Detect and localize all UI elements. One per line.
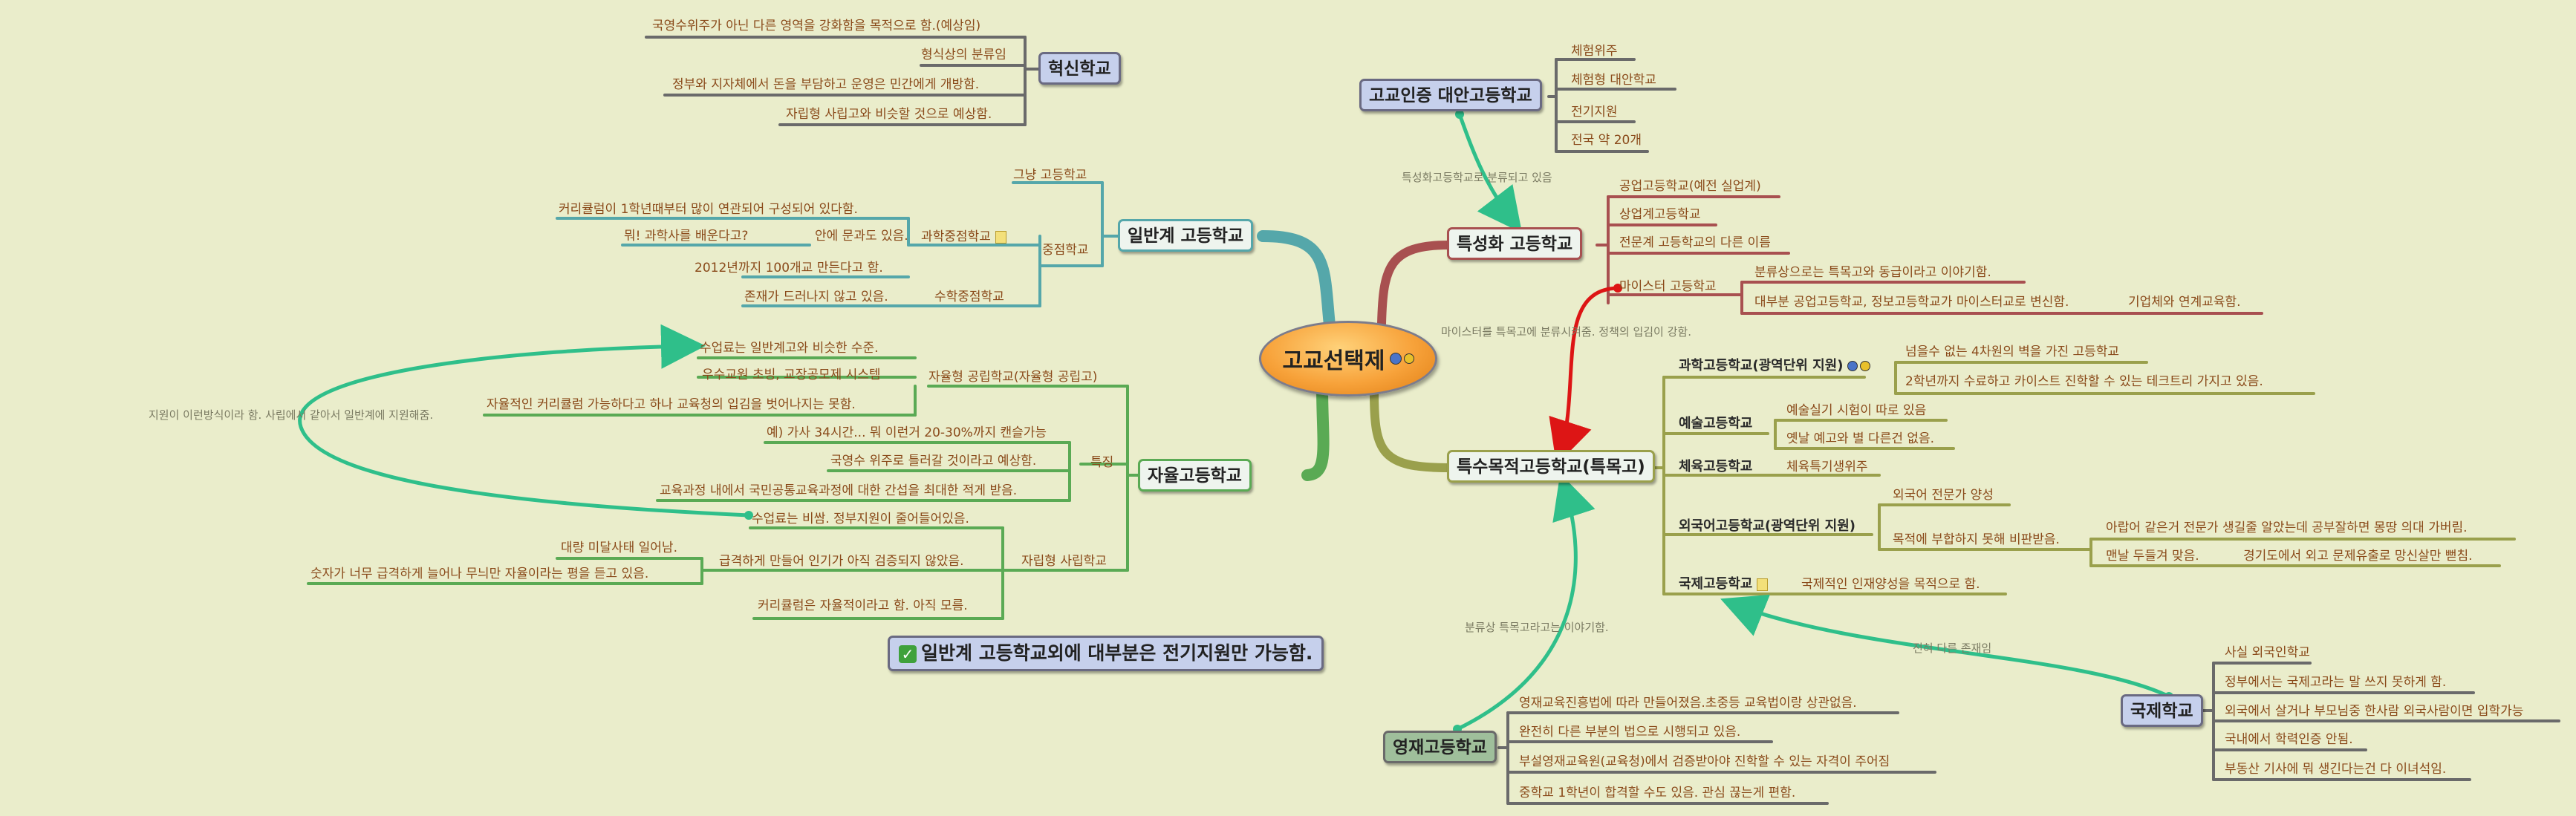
label-intl-link: 전혀 다른 존재임 xyxy=(1913,642,1992,655)
label-sci-item-1: 2학년까지 수료하고 카이스트 진학할 수 있는 테크트리 가지고 있음. xyxy=(1905,374,2263,389)
label-alt-link: 특성화고등학교로 분류되고 있음 xyxy=(1402,171,1552,184)
center-topic[interactable]: 고교선택제 xyxy=(1259,321,1437,396)
branch-specialized xyxy=(1377,241,1453,328)
label-private-item-2: 커리큘럼은 자율적이라고 함. 아직 모름. xyxy=(758,598,968,613)
label-foreign-sub-0: 아랍어 같은거 전문가 생길줄 알았는데 공부잘하면 몽땅 의대 가버림. xyxy=(2106,520,2468,535)
label-spec-item-2: 전문계 고등학교의 다른 이름 xyxy=(1619,235,1771,250)
branch-general xyxy=(1257,230,1336,331)
label-gifted-item-2: 부설영재교육원(교육청)에서 검증받아야 진학할 수 있는 자격이 주어짐 xyxy=(1519,754,1890,769)
label-alt-item-3: 전국 약 20개 xyxy=(1571,133,1642,148)
node-international[interactable]: 국제학교 xyxy=(2121,694,2203,727)
label-meister-link: 마이스터를 특목고에 분류시켜줌. 정책의 입김이 강함. xyxy=(1441,325,1691,339)
node-gifted[interactable]: 영재고등학교 xyxy=(1383,731,1497,763)
info-icon xyxy=(1847,361,1858,371)
label-innovation-item-3: 자립형 사립고와 비슷할 것으로 예상함. xyxy=(786,107,992,122)
label-alt-item-0: 체험위주 xyxy=(1571,44,1618,59)
node-specialized[interactable]: 특성화 고등학교 xyxy=(1447,227,1583,260)
branch-special-purpose xyxy=(1370,388,1453,472)
label-alt-item-2: 전기지원 xyxy=(1571,105,1618,120)
label-feature-item-2: 교육과정 내에서 국민공통교육과정에 대한 간섭을 최대한 적게 받음. xyxy=(660,483,1018,498)
label-focus-school: 중점학교 xyxy=(1042,243,1089,258)
label-intl-item-3: 국내에서 학력인증 안됨. xyxy=(2225,732,2353,747)
arrow-intl-to-intlhigh xyxy=(1720,594,2171,699)
node-alternative[interactable]: 고교인증 대안고등학교 xyxy=(1359,79,1542,111)
branch-autonomous xyxy=(1301,380,1330,481)
label-math-item-1: 존재가 드러나지 않고 있음. xyxy=(744,290,888,304)
label-intl-item-4: 부동산 기사에 뭐 생긴다는건 다 이녀석임. xyxy=(2225,762,2447,777)
label-science-item-1: 뭐! 과학사를 배운다고? xyxy=(624,229,749,244)
label-foreign-high: 외국어고등학교(광역단위 지원) xyxy=(1679,518,1855,534)
label-sports-item-0: 체육특기생위주 xyxy=(1786,460,1868,474)
label-public-autonomous: 자율형 공립학교(자율형 공립고) xyxy=(928,370,1098,385)
label-math-item-0: 2012년까지 100개교 만든다고 함. xyxy=(695,261,883,275)
label-math-focus: 수학중점학교 xyxy=(934,290,1004,304)
label-features: 특징 xyxy=(1090,455,1114,470)
label-meister-item-2: 기업체와 연계교육함. xyxy=(2128,295,2241,310)
checkmark-icon: ✓ xyxy=(899,645,917,663)
label-feature-item-1: 국영수 위주로 틀러갈 것이라고 예상함. xyxy=(830,454,1037,469)
node-special-purpose[interactable]: 특수목적고등학교(특목고) xyxy=(1447,450,1655,483)
label-sports-high: 체육고등학교 xyxy=(1679,459,1753,474)
label-public-item-2: 자율적인 커리큘럼 가능하다고 하나 교육청의 입김을 벗어나지는 못함. xyxy=(487,397,856,412)
arrow-meister-to-special xyxy=(1549,286,1620,466)
memo-icon xyxy=(995,230,1006,244)
label-gifted-link: 분류상 특목고라고는 이야기함. xyxy=(1465,621,1609,634)
smile-icon xyxy=(1860,361,1871,371)
label-foreign-item-0: 외국어 전문가 양성 xyxy=(1893,488,1994,503)
label-rapid-item-0: 대량 미달사태 일어남. xyxy=(561,541,677,555)
arrow-gifted-to-special xyxy=(1455,473,1596,731)
label-plain-high: 그냥 고등학교 xyxy=(1013,168,1087,183)
label-intl-item-0: 사실 외국인학교 xyxy=(2225,645,2310,660)
label-intl-item-1: 정부에서는 국제고라는 말 쓰지 못하게 함. xyxy=(2225,675,2447,690)
label-foreign-sub-2: 경기도에서 외고 문제유출로 망신살만 뻗침. xyxy=(2243,549,2473,564)
node-autonomous[interactable]: 자율고등학교 xyxy=(1138,459,1252,492)
label-arts-item-1: 옛날 예고와 별 다른건 없음. xyxy=(1786,431,1935,446)
note-early-admission[interactable]: ✓일반계 고등학교외에 대부분은 전기지원만 가능함. xyxy=(888,636,1324,671)
label-science-high: 과학고등학교(광역단위 지원) xyxy=(1679,358,1871,374)
label-intl-high: 국제고등학교 xyxy=(1679,576,1769,593)
arrow-private-to-public-fee xyxy=(298,324,751,518)
memo-icon xyxy=(1757,578,1769,591)
label-foreign-item-1: 목적에 부합하지 못해 비판받음. xyxy=(1893,532,2060,547)
label-innovation-item-2: 정부와 지자체에서 돈을 부담하고 운영은 민간에게 개방함. xyxy=(672,77,980,92)
label-public-item-1: 우수교원 초빙, 교장공모제 시스템 xyxy=(702,368,881,382)
label-innovation-item-1: 형식상의 분류임 xyxy=(921,48,1006,62)
label-gifted-item-0: 영재교육진흥법에 따라 만들어졌음.초중등 교육법이랑 상관없음. xyxy=(1519,696,1857,711)
label-science-item-0: 커리큘럼이 1학년때부터 많이 연관되어 구성되어 있다함. xyxy=(559,202,858,217)
node-innovation[interactable]: 혁신학교 xyxy=(1038,52,1121,85)
node-general-high[interactable]: 일반계 고등학교 xyxy=(1118,219,1254,252)
label-arts-high: 예술고등학교 xyxy=(1679,416,1753,431)
label-meister-item-0: 분류상으로는 특목고와 동급이라고 이야기함. xyxy=(1754,265,1991,280)
label-sci-item-0: 넘을수 없는 4차원의 벽을 가진 고등학교 xyxy=(1905,345,2120,359)
label-rapid-item-1: 숫자가 너무 급격하게 늘어나 무늬만 자율이라는 평을 듣고 있음. xyxy=(310,567,649,581)
label-innovation-item-0: 국영수위주가 아닌 다른 영역을 강화함을 목적으로 함.(예상임) xyxy=(652,19,981,33)
label-gifted-item-1: 완전히 다른 부분의 법으로 시행되고 있음. xyxy=(1519,725,1741,740)
label-science-focus: 과학중점학교 xyxy=(921,229,1006,245)
label-arts-item-0: 예술실기 시험이 따로 있음 xyxy=(1786,403,1927,418)
label-private-autonomous: 자립형 사립학교 xyxy=(1021,554,1107,569)
label-feature-item-0: 예) 가사 34시간... 뭐 이런거 20-30%까지 캔슬가능 xyxy=(767,425,1047,440)
label-public-item-0: 수업료는 일반계고와 비슷한 수준. xyxy=(700,341,879,356)
label-side-note: 지원이 이런방식이라 함. 사립에서 같아서 일반계에 지원해줌. xyxy=(149,408,434,422)
label-alt-item-1: 체험형 대안학교 xyxy=(1571,73,1656,88)
label-private-item-1: 급격하게 만들어 인기가 아직 검증되지 않았음. xyxy=(719,554,964,569)
label-meister-item-1: 대부분 공업고등학교, 정보고등학교가 마이스터교로 변신함. xyxy=(1754,295,2069,310)
label-intl-high-item-0: 국제적인 인재양성을 목적으로 함. xyxy=(1801,577,1980,592)
label-foreign-sub-1: 맨날 두들겨 맞음. xyxy=(2106,549,2199,564)
arrow-alternative-to-specialized xyxy=(1457,112,1523,233)
label-spec-item-1: 상업계고등학교 xyxy=(1619,207,1701,222)
label-private-item-0: 수업료는 비쌈. 정부지원이 줄어들어있음. xyxy=(752,512,969,526)
label-meister: 마이스터 고등학교 xyxy=(1619,279,1717,294)
label-spec-item-0: 공업고등학교(예전 실업계) xyxy=(1619,179,1761,194)
info-icon xyxy=(1389,353,1402,365)
smile-icon xyxy=(1403,353,1414,364)
label-science-item-2: 안에 문과도 있음. xyxy=(815,229,908,244)
label-gifted-item-3: 중학교 1학년이 합격할 수도 있음. 관심 끊는게 편함. xyxy=(1519,786,1796,800)
label-intl-item-2: 외국에서 살거나 부모님중 한사람 외국사람이면 입학가능 xyxy=(2225,704,2524,719)
